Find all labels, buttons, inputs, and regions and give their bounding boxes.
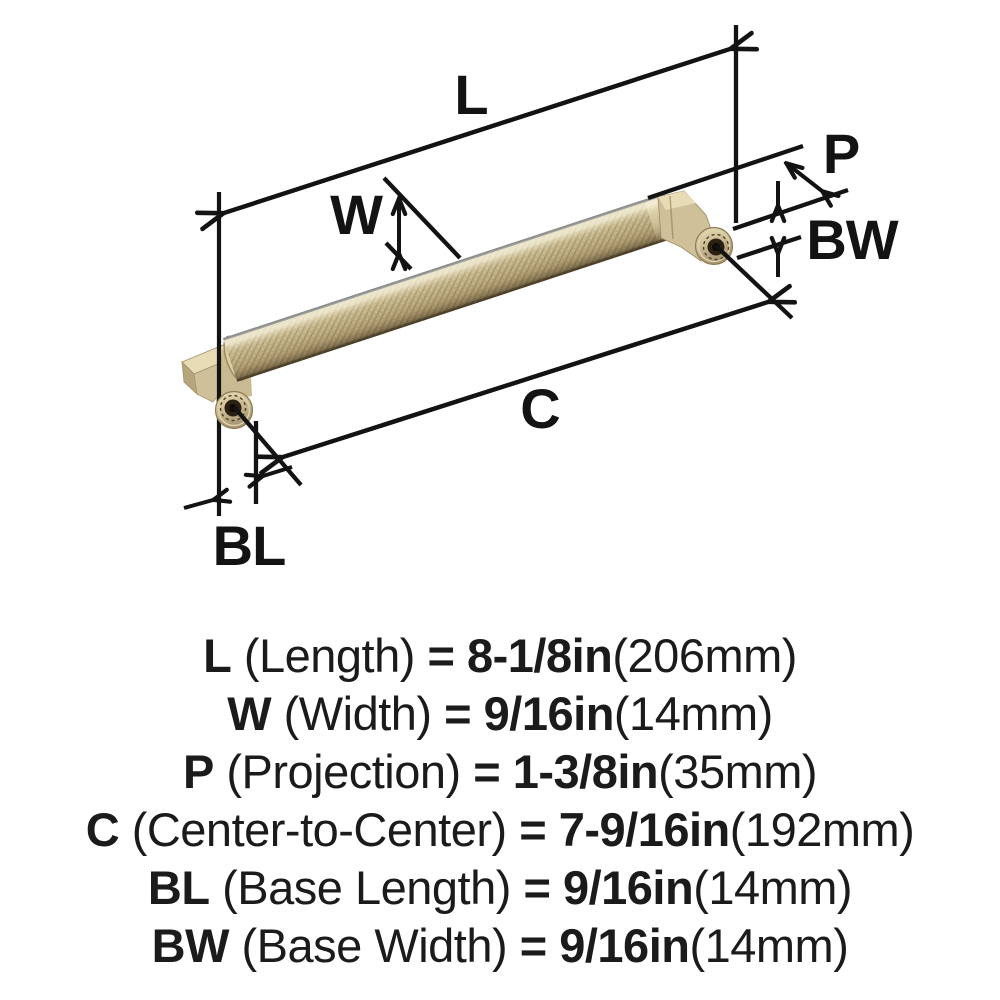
spec-value-metric: (14mm) xyxy=(613,687,773,740)
spec-value-inches: 8-1/8in xyxy=(466,629,613,682)
spec-row-base-length: BL (Base Length) = 9/16in(14mm) xyxy=(0,859,1000,917)
spec-name: (Length) xyxy=(243,629,416,682)
spec-value-inches: 9/16in xyxy=(559,919,690,972)
spec-row-length: L (Length) = 8-1/8in(206mm) xyxy=(0,627,1000,685)
right-screw-dashed-ring xyxy=(702,233,730,261)
spec-row-base-width: BW (Base Width) = 9/16in(14mm) xyxy=(0,917,1000,975)
dim-line-length-down xyxy=(224,46,731,213)
dimension-linework xyxy=(183,25,849,510)
projection-line-top xyxy=(647,143,804,201)
label-width: W xyxy=(330,183,383,246)
handle-illustration xyxy=(181,190,734,516)
spec-code: BW xyxy=(151,919,230,972)
spec-code: W xyxy=(227,687,272,740)
spec-row-center-to-center: C (Center-to-Center) = 7-9/16in(192mm) xyxy=(0,801,1000,859)
spec-name: (Projection) xyxy=(226,745,461,798)
extension-line-right-screw-axis xyxy=(714,244,794,320)
dim-arrow-projection xyxy=(786,163,822,191)
spec-equals: = xyxy=(427,629,455,682)
spec-equals: = xyxy=(444,687,472,740)
label-base-length: BL xyxy=(213,514,286,577)
bar-shading xyxy=(222,192,680,382)
right-cylinder-ring xyxy=(697,229,731,263)
spec-code: P xyxy=(182,745,214,798)
spec-value-inches: 7-9/16in xyxy=(558,803,731,856)
spec-name: (Width) xyxy=(283,687,432,740)
spec-equals: = xyxy=(523,861,551,914)
bar-top-rim xyxy=(223,193,666,341)
left-cylinder-ring xyxy=(217,393,251,427)
spec-name: (Center-to-Center) xyxy=(131,803,507,856)
spec-value-inches: 9/16in xyxy=(483,687,615,740)
width-tick-upper xyxy=(382,176,462,260)
spec-value-metric: (14mm) xyxy=(693,861,853,914)
label-length: L xyxy=(454,63,487,126)
spec-value-inches: 9/16in xyxy=(562,861,694,914)
spec-value-metric: (192mm) xyxy=(729,803,915,856)
label-base-width: BW xyxy=(806,208,898,271)
spec-legend: L (Length) = 8-1/8in(206mm) W (Width) = … xyxy=(0,627,1000,975)
extension-line-left-screw-axis xyxy=(232,405,303,487)
spec-name: (Base Length) xyxy=(222,861,511,914)
spec-equals: = xyxy=(519,919,547,972)
spec-value-metric: (35mm) xyxy=(658,745,818,798)
spec-value-inches: 1-3/8in xyxy=(512,745,659,798)
spec-row-projection: P (Projection) = 1-3/8in(35mm) xyxy=(0,743,1000,801)
right-arm-top-face xyxy=(658,191,696,210)
base-width-line xyxy=(736,234,802,261)
bar-bottom-rim xyxy=(236,233,679,382)
spec-value-metric: (206mm) xyxy=(612,629,797,682)
spec-equals: = xyxy=(473,745,501,798)
spec-code: BL xyxy=(147,861,210,914)
handle-dimension-drawing: L W P BW C BL xyxy=(181,25,900,577)
dim-arrow-base-length-right xyxy=(263,465,293,476)
spec-value-metric: (14mm) xyxy=(689,919,849,972)
spec-name: (Base Width) xyxy=(241,919,508,972)
label-projection: P xyxy=(823,122,859,185)
spec-row-width: W (Width) = 9/16in(14mm) xyxy=(0,685,1000,743)
dim-line-center-down xyxy=(283,299,769,457)
left-screw-dashed-ring xyxy=(219,394,247,422)
dim-arrow-base-length-left xyxy=(183,500,213,510)
spec-equals: = xyxy=(519,803,547,856)
spec-code: L xyxy=(203,629,232,682)
right-arm-seam xyxy=(669,195,674,240)
label-center-to-center: C xyxy=(520,377,559,440)
spec-code: C xyxy=(85,803,120,856)
